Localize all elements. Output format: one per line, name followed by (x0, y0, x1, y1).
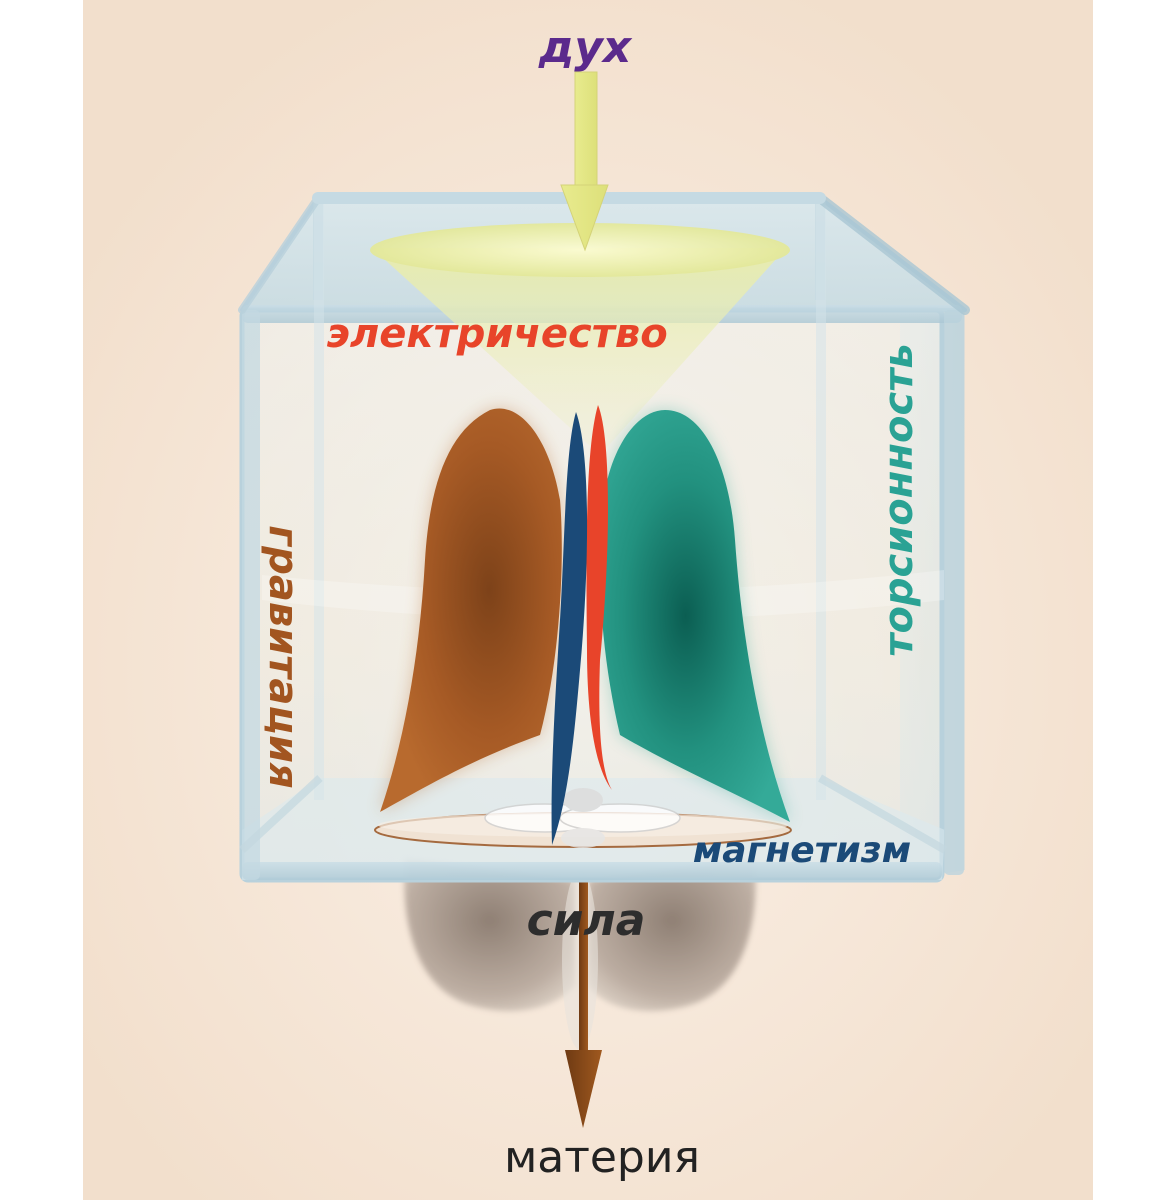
propeller (484, 788, 681, 848)
torsion-label: торсионность (876, 343, 922, 656)
down-arrow-icon (565, 880, 602, 1128)
force-label: сила (527, 895, 646, 946)
spirit-cone (370, 223, 790, 455)
electricity-blade (586, 405, 612, 790)
electricity-label: электричество (326, 311, 667, 357)
spirit-label: дух (538, 22, 633, 73)
force-lobes (404, 860, 756, 1050)
torsion-lobe (600, 410, 790, 822)
magnetism-label: магнетизм (693, 830, 911, 871)
gravitation-label: гравитация (260, 525, 306, 788)
matter-label: материя (504, 1132, 700, 1183)
down-arrow-icon (560, 71, 609, 252)
magnetism-blade (551, 412, 588, 845)
gravitation-lobe (380, 408, 562, 812)
